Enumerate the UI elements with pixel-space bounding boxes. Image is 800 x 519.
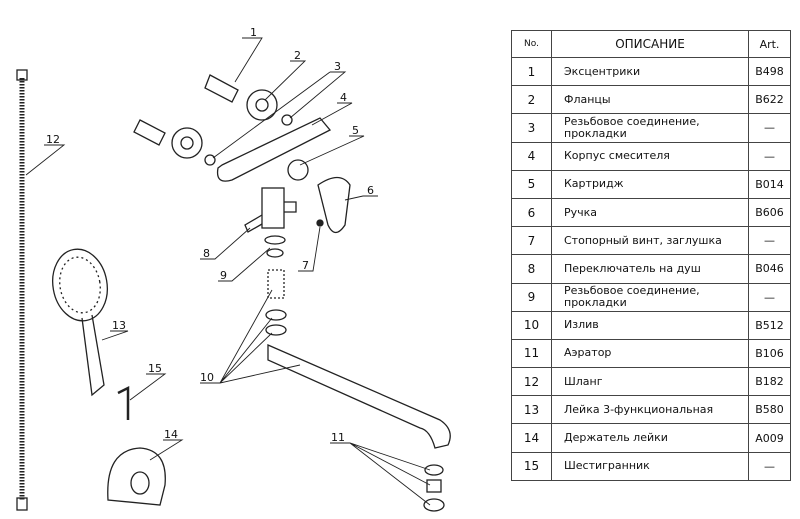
cell-desc: Переключатель на душ <box>551 254 749 284</box>
cell-desc: Шестигранник <box>551 451 749 481</box>
cell-art: B512 <box>748 310 791 340</box>
header-description: ОПИСАНИЕ <box>551 30 749 58</box>
callout-12: 12 <box>46 133 60 146</box>
callout-9: 9 <box>220 269 227 282</box>
cell-art: B046 <box>748 254 791 284</box>
callout-15: 15 <box>148 362 162 375</box>
cell-art: B622 <box>748 85 791 115</box>
eccentric-parts <box>133 74 239 146</box>
cell-art: B606 <box>748 197 791 228</box>
table-header-row: No. ОПИСАНИЕ Art. <box>511 30 791 58</box>
cell-desc: Эксцентрики <box>551 56 749 87</box>
cell-desc: Стопорный винт, заглушка <box>551 226 749 256</box>
spout-part <box>267 344 451 449</box>
cell-desc: Корпус смесителя <box>551 141 749 171</box>
cell-art: B580 <box>748 395 791 425</box>
cell-no: 1 <box>511 56 552 87</box>
hex-key-part <box>117 385 130 420</box>
cell-desc: Картридж <box>551 169 749 199</box>
callout-13: 13 <box>112 319 126 332</box>
callout-10: 10 <box>200 371 214 384</box>
callout-4: 4 <box>340 91 347 104</box>
cell-desc: Аэратор <box>551 338 749 369</box>
cell-no: 9 <box>511 282 552 312</box>
holder-part <box>107 447 166 506</box>
cell-desc: Лейка 3-функциональная <box>551 395 749 425</box>
cell-desc: Шланг <box>551 367 749 397</box>
cell-no: 2 <box>511 85 552 115</box>
cell-art: — <box>748 226 791 256</box>
cell-no: 11 <box>511 338 552 369</box>
header-art: Art. <box>748 30 791 58</box>
cell-art: B014 <box>748 169 791 199</box>
cell-desc: Излив <box>551 310 749 340</box>
cell-art: — <box>748 282 791 312</box>
cell-no: 13 <box>511 395 552 425</box>
hose-part <box>16 69 28 511</box>
mixer-body-part <box>216 117 332 182</box>
callout-3: 3 <box>334 60 341 73</box>
cell-no: 10 <box>511 310 552 340</box>
cell-no: 14 <box>511 423 552 453</box>
callout-7: 7 <box>302 259 309 272</box>
callout-1: 1 <box>250 26 257 39</box>
handle-part <box>317 176 351 234</box>
cell-art: — <box>748 141 791 171</box>
callout-14: 14 <box>164 428 178 441</box>
cell-no: 8 <box>511 254 552 284</box>
callout-2: 2 <box>294 49 301 62</box>
cell-no: 15 <box>511 451 552 481</box>
cell-no: 7 <box>511 226 552 256</box>
cell-art: B498 <box>748 56 791 87</box>
cell-no: 5 <box>511 169 552 199</box>
callout-8: 8 <box>203 247 210 260</box>
diverter-part <box>244 187 297 233</box>
cell-desc: Резьбовое соединение, прокладки <box>551 282 749 312</box>
callout-labels: 1 2 3 4 5 6 7 8 9 10 11 12 13 14 15 <box>46 26 374 444</box>
cell-no: 3 <box>511 113 552 143</box>
cell-no: 4 <box>511 141 552 171</box>
cell-no: 12 <box>511 367 552 397</box>
cell-art: A009 <box>748 423 791 453</box>
cell-desc: Фланцы <box>551 85 749 115</box>
callout-11: 11 <box>331 431 345 444</box>
shower-head-part <box>52 248 108 397</box>
cell-art: B182 <box>748 367 791 397</box>
cell-art: — <box>748 113 791 143</box>
exploded-view-drawing: 1 2 3 4 5 6 7 8 9 10 11 12 13 14 15 <box>16 26 451 512</box>
callout-5: 5 <box>352 124 359 137</box>
cell-art: B106 <box>748 338 791 369</box>
callout-6: 6 <box>367 184 374 197</box>
cell-desc: Держатель лейки <box>551 423 749 453</box>
header-no: No. <box>511 30 552 58</box>
cell-desc: Ручка <box>551 197 749 228</box>
cell-no: 6 <box>511 197 552 228</box>
cell-art: — <box>748 451 791 481</box>
cell-desc: Резьбовое соединение, прокладки <box>551 113 749 143</box>
